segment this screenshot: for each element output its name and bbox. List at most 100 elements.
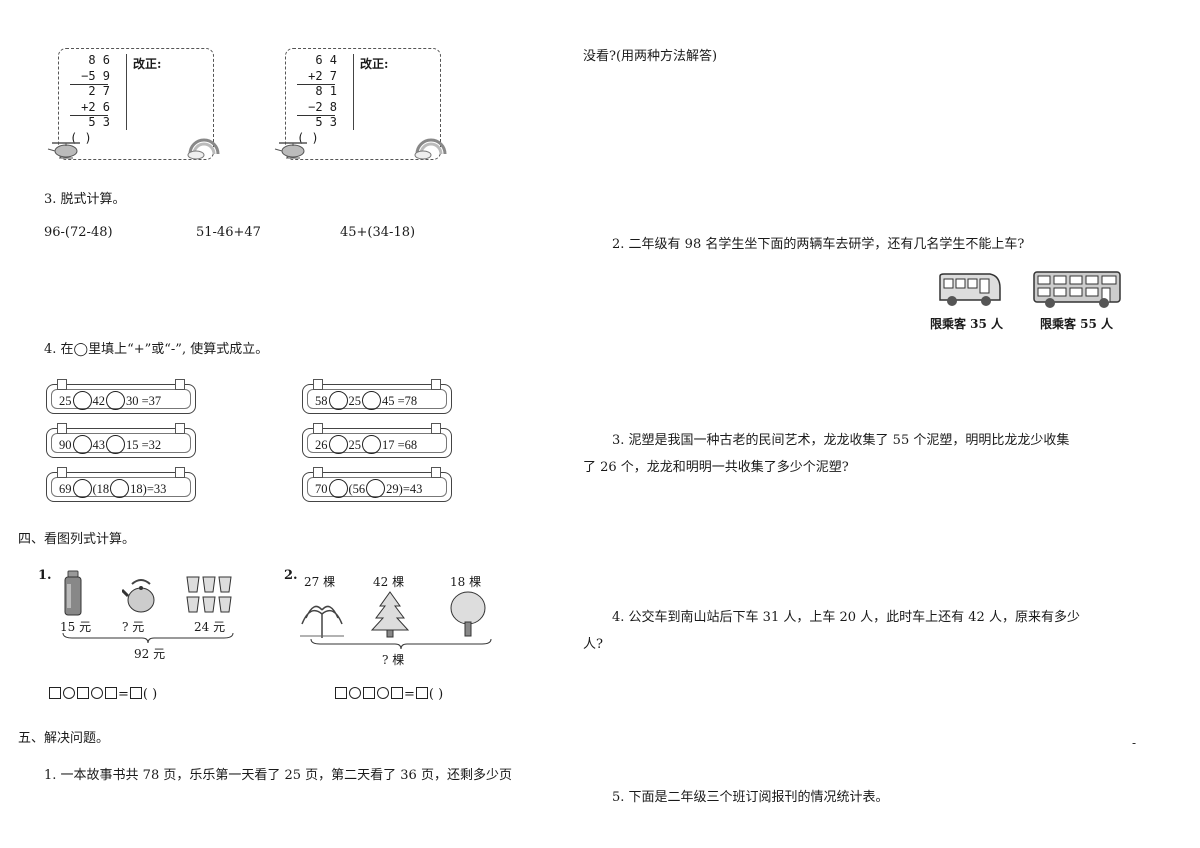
total-price: 92 元 (134, 647, 166, 661)
operand: 43 (92, 438, 106, 452)
section4-title: 四、看图列式计算。 (18, 532, 136, 547)
cups-icon (186, 576, 232, 613)
problem-3-line2: 了 26 个，龙龙和明明一共收集了多少个泥塑? (583, 460, 849, 475)
pic1-number: 1. (38, 568, 52, 583)
section5-title: 五、解决问题。 (18, 731, 110, 746)
operator-blank[interactable] (72, 479, 92, 498)
unit-blank: ( ) (142, 687, 158, 702)
double-decker-bus-icon (1033, 271, 1121, 308)
operand: 25 (348, 394, 362, 408)
operator-blank[interactable] (72, 391, 92, 410)
operand: 42 (92, 394, 106, 408)
rainbow-cloud-icon (414, 138, 447, 160)
operand: (56 (348, 482, 366, 496)
operator-blank[interactable] (362, 391, 381, 410)
thermos-icon (64, 570, 82, 616)
kettle-icon (122, 579, 155, 613)
operand: 90 (59, 438, 72, 452)
calc1-row: +2 6 (81, 99, 110, 114)
calc2-line (297, 115, 335, 116)
q3-expression: 51-46+47 (196, 225, 261, 240)
formula-blank-1[interactable]: =( ) (48, 687, 157, 702)
operand: 17 =68 (382, 438, 418, 452)
operand: 15 =32 (126, 438, 162, 452)
correction-label-2: 改正: (360, 57, 389, 71)
total-brace-trees (310, 638, 492, 650)
price-cups: 24 元 (194, 620, 226, 634)
problem-1-continued: 没看?(用两种方法解答) (583, 49, 718, 64)
price-kettle: ? 元 (122, 620, 145, 634)
calc2-row: 5 3 (315, 115, 337, 129)
equation-card: 70 (56 29)=43 (302, 467, 452, 502)
pic2-number: 2. (284, 568, 298, 583)
problem-4-line2: 人? (583, 637, 603, 652)
operator-blank[interactable] (110, 479, 130, 498)
helicopter-icon (274, 142, 307, 159)
tree-count-round: 18 棵 (450, 575, 482, 589)
vertical-calc-2: 6 4 +2 7 8 1 −2 8 5 3 ( ) (297, 53, 337, 146)
willow-tree-icon (300, 605, 344, 638)
operand: 30 =37 (126, 394, 162, 408)
operator-blank[interactable] (328, 479, 348, 498)
operator-blank[interactable] (366, 479, 386, 498)
operand: 69 (59, 482, 72, 496)
total-brace (62, 632, 234, 644)
tree-count-willow: 27 棵 (304, 575, 336, 589)
equation-card: 90 43 15 =32 (46, 423, 196, 458)
operator-blank[interactable] (106, 391, 125, 410)
q3-expression: 45+(34-18) (340, 225, 416, 240)
calc2-row: −2 8 (308, 99, 337, 114)
total-trees: ? 棵 (382, 653, 405, 667)
bus2-capacity: 限乘客 55 人 (1040, 317, 1114, 331)
calc1-row: −5 9 (81, 68, 110, 83)
calc1-row: 8 6 (88, 53, 110, 67)
operator-blank[interactable] (328, 435, 348, 454)
operator-blank[interactable] (72, 435, 92, 454)
problem-5: 5. 下面是二年级三个班订阅报刊的情况统计表。 (612, 790, 889, 805)
operand: (18 (92, 482, 110, 496)
calc2-row: 6 4 (315, 53, 337, 67)
helicopter-icon (47, 142, 80, 159)
calc2-line (297, 84, 335, 85)
equation-card: 69 (18 18)=33 (46, 467, 196, 502)
operand: 70 (315, 482, 328, 496)
operand: 26 (315, 438, 328, 452)
problem-4-line1: 4. 公交车到南山站后下车 31 人，上车 20 人，此时车上还有 42 人，原… (612, 610, 1080, 625)
calc1-row: 5 3 (88, 115, 110, 129)
correction-area-2 (353, 54, 434, 130)
equation-card: 58 25 45 =78 (302, 379, 452, 414)
vertical-calc-1: 8 6 −5 9 2 7 +2 6 5 3 ( ) (70, 53, 110, 146)
calc1-row: 2 7 (88, 84, 110, 98)
problem-2: 2. 二年级有 98 名学生坐下面的两辆车去研学，还有几名学生不能上车? (612, 237, 1025, 252)
correction-area-1 (126, 54, 207, 130)
rainbow-cloud-icon (187, 138, 220, 160)
formula-blank-2[interactable]: =( ) (334, 687, 443, 702)
calc1-line (70, 84, 108, 85)
problem-3-line1: 3. 泥塑是我国一种古老的民间艺术，龙龙收集了 55 个泥塑，明明比龙龙少收集 (612, 433, 1070, 448)
operand: 25 (59, 394, 72, 408)
bus1-capacity: 限乘客 35 人 (930, 317, 1004, 331)
vertical-calc-box-2 (285, 48, 441, 160)
equation-card: 25 42 30 =37 (46, 379, 196, 414)
operand: 18)=33 (130, 482, 167, 496)
operator-blank[interactable] (106, 435, 125, 454)
tree-count-pine: 42 棵 (373, 575, 405, 589)
calc2-answer: ( ) (297, 130, 319, 145)
correction-label-1: 改正: (133, 57, 162, 71)
calc1-line (70, 115, 108, 116)
operand: 58 (315, 394, 328, 408)
bus-icon (939, 273, 1001, 306)
unit-blank: ( ) (428, 687, 444, 702)
q4-title: 4. 在◯里填上“+”或“-”, 使算式成立。 (44, 342, 269, 357)
q3-expression: 96-(72-48) (44, 225, 113, 240)
operator-blank[interactable] (328, 391, 348, 410)
calc2-row: +2 7 (308, 68, 337, 83)
problem-1: 1. 一本故事书共 78 页，乐乐第一天看了 25 页，第二天看了 36 页，还… (44, 768, 512, 783)
operand: 29)=43 (386, 482, 423, 496)
operator-blank[interactable] (362, 435, 381, 454)
calc1-answer: ( ) (70, 130, 92, 145)
pine-tree-icon (370, 591, 410, 638)
page-dot: - (1132, 736, 1137, 750)
operand: 45 =78 (382, 394, 418, 408)
